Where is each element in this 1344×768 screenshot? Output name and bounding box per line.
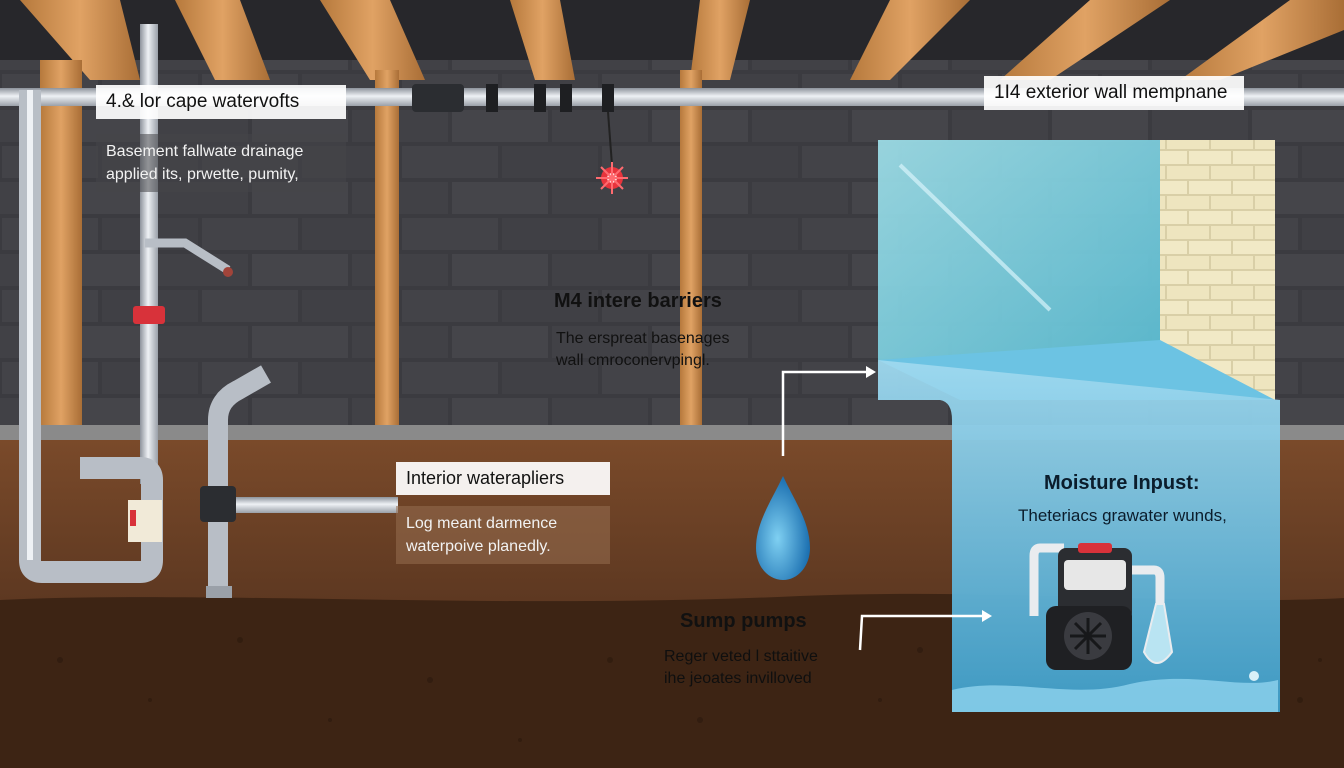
sump-pump-icon [1029,543,1259,681]
top-left-desc-line-1: Basement fallwate drainage [106,143,304,160]
label-top-right-title: 1I4 exterior wall mempnane [984,76,1244,110]
pipe-fittings [412,84,614,112]
wall-membrane [878,140,1280,712]
label-interior-title: Interior waterapliers [396,462,610,495]
label-center-desc: The erspreat basenages wall cmroconervpi… [556,328,729,372]
interior-desc-line-2: waterpoive planedly. [406,538,551,555]
label-top-left-desc: Basement fallwate drainage applied its, … [96,134,346,192]
label-sump-desc: Reger veted l sttaitive ihe jeoates invi… [664,646,818,690]
water-drop-icon [756,476,810,580]
label-top-left-title: 4.& lor cape watervofts [96,85,346,119]
interior-desc-line-1: Log meant darmence [406,515,558,532]
label-interior-desc: Log meant darmence waterpoive planedly. [396,506,610,564]
ceiling-joists [20,0,1344,80]
center-desc-line-1: The erspreat basenages [556,330,730,347]
sump-desc-line-1: Reger veted l sttaitive [664,648,818,665]
connector-arrows [781,366,992,651]
soil-texture [57,637,1322,742]
center-desc-line-2: wall cmroconervpingl. [556,352,710,369]
label-sump-title: Sump pumps [680,610,807,632]
left-pipe-system [19,24,398,598]
label-moisture-desc: Theteriacs grawater wunds, [1018,506,1227,525]
red-valve-icon [133,306,165,324]
top-left-desc-line-2: applied its, prwette, pumity, [106,166,299,183]
sump-desc-line-2: ihe jeoates invilloved [664,670,812,687]
warning-light-icon [596,111,628,194]
label-center-title: M4 intere barriers [554,290,722,312]
label-moisture-title: Moisture Inpust: [1044,472,1200,494]
